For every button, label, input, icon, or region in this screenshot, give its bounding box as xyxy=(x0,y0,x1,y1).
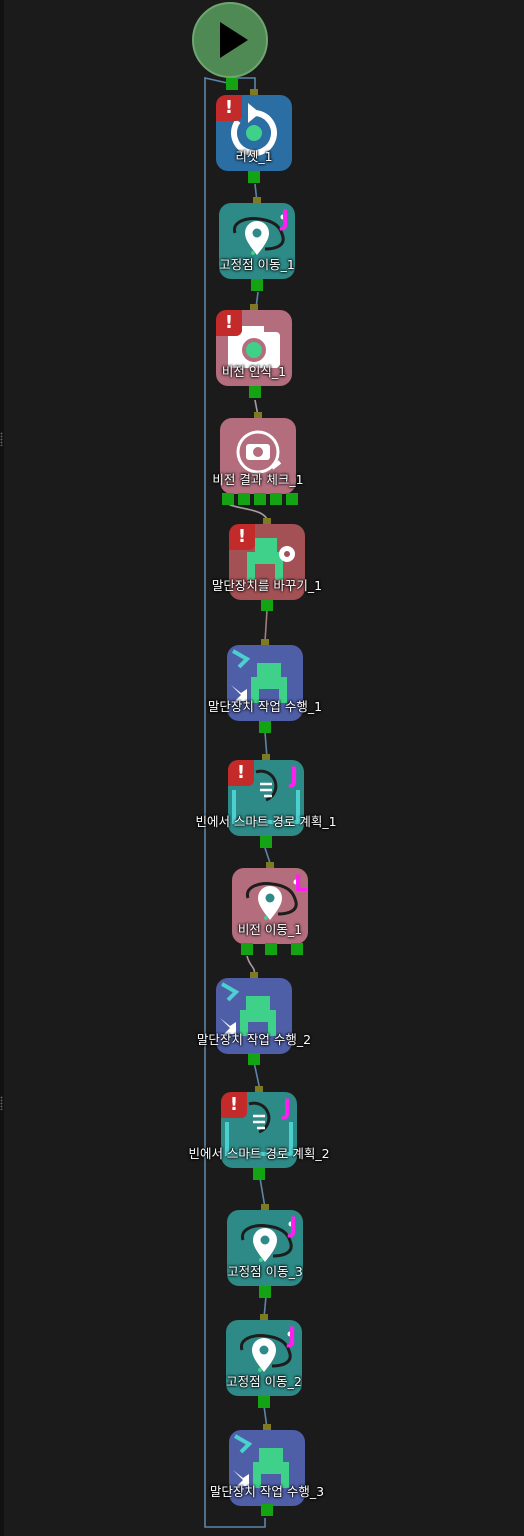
loop-back-wire xyxy=(204,77,266,1528)
smart-path-icon xyxy=(221,1092,297,1172)
node-label: 비전 결과 체크_1 xyxy=(212,472,304,487)
node-label: 빈에서 스마트 경로 계획_2 xyxy=(188,1146,330,1161)
output-port[interactable] xyxy=(254,493,266,505)
node-vision-recognition-1[interactable]: ! 비전 인식_1 xyxy=(216,310,292,386)
output-port[interactable] xyxy=(286,493,298,505)
output-port[interactable] xyxy=(253,1168,265,1180)
node-label: 비전 이동_1 xyxy=(237,922,303,937)
start-wire xyxy=(232,77,256,92)
splitter-grip-icon[interactable] xyxy=(0,1096,3,1110)
node-label: 말단장치 작업 수행_1 xyxy=(207,699,323,714)
node-change-end-effector-1[interactable]: ! 말단장치를 바꾸기_1 xyxy=(212,524,322,600)
warning-icon: ! xyxy=(216,95,242,121)
node-vision-result-check-1[interactable]: 비전 결과 체크_1 xyxy=(212,418,304,494)
warning-icon: ! xyxy=(221,1092,247,1118)
input-port[interactable] xyxy=(250,304,258,310)
node-end-effector-action-2[interactable]: 말단장치 작업 수행_2 xyxy=(197,978,311,1054)
output-port[interactable] xyxy=(261,599,273,611)
input-port[interactable] xyxy=(261,639,269,645)
input-port[interactable] xyxy=(262,754,270,760)
input-port[interactable] xyxy=(260,1314,268,1320)
reset-icon xyxy=(216,95,292,175)
output-port[interactable] xyxy=(260,836,272,848)
output-port[interactable] xyxy=(241,943,253,955)
output-port[interactable] xyxy=(251,279,263,291)
input-port[interactable] xyxy=(255,1086,263,1092)
start-output-port[interactable] xyxy=(226,78,238,90)
motion-type-mark: J xyxy=(281,207,290,232)
input-port[interactable] xyxy=(263,1424,271,1430)
node-end-effector-action-3[interactable]: 말단장치 작업 수행_3 xyxy=(210,1430,324,1506)
left-panel-edge xyxy=(0,0,4,1536)
input-port[interactable] xyxy=(250,89,258,95)
node-label: 고정점 이동_3 xyxy=(227,1264,303,1279)
input-port[interactable] xyxy=(263,518,271,524)
output-port[interactable] xyxy=(248,171,260,183)
node-label: 고정점 이동_2 xyxy=(226,1374,302,1389)
gripper-action-icon xyxy=(227,645,303,725)
output-port[interactable] xyxy=(259,721,271,733)
output-port[interactable] xyxy=(249,386,261,398)
splitter-grip-icon[interactable] xyxy=(0,432,3,446)
motion-type-mark: J xyxy=(289,1214,298,1239)
node-end-effector-action-1[interactable]: 말단장치 작업 수행_1 xyxy=(208,645,322,721)
camera-icon xyxy=(216,310,292,390)
input-port[interactable] xyxy=(250,972,258,978)
output-port[interactable] xyxy=(291,943,303,955)
motion-type-mark: J xyxy=(288,1324,297,1349)
start-button[interactable] xyxy=(192,2,268,78)
input-port[interactable] xyxy=(253,197,261,203)
output-port[interactable] xyxy=(265,943,277,955)
node-label: 말단장치를 바꾸기_1 xyxy=(211,578,323,593)
node-label: 빈에서 스마트 경로 계획_1 xyxy=(195,814,337,829)
play-icon xyxy=(220,22,248,58)
motion-type-mark: L xyxy=(294,872,309,897)
gripper-gear-icon xyxy=(229,524,305,604)
node-reset-1[interactable]: ! 리셋_1 xyxy=(216,95,292,171)
node-fixed-move-3[interactable]: J 고정점 이동_3 xyxy=(227,1210,303,1286)
input-port[interactable] xyxy=(261,1204,269,1210)
location-path-icon xyxy=(232,868,308,948)
node-label: 비전 인식_1 xyxy=(221,364,287,379)
node-smart-path-planning-1[interactable]: ! J 빈에서 스마트 경로 계획_1 xyxy=(195,760,337,836)
motion-type-mark: J xyxy=(290,764,299,789)
smart-path-icon xyxy=(228,760,304,840)
node-vision-move-1[interactable]: L 비전 이동_1 xyxy=(232,868,308,944)
input-port[interactable] xyxy=(254,412,262,418)
node-fixed-move-1[interactable]: J 고정점 이동_1 xyxy=(219,203,295,279)
node-label: 말단장치 작업 수행_3 xyxy=(209,1484,325,1499)
location-path-icon xyxy=(227,1210,303,1290)
output-port[interactable] xyxy=(238,493,250,505)
output-port[interactable] xyxy=(222,493,234,505)
output-port[interactable] xyxy=(270,493,282,505)
warning-icon: ! xyxy=(229,524,255,550)
output-port[interactable] xyxy=(261,1504,273,1516)
node-label: 리셋_1 xyxy=(235,149,273,164)
location-path-icon xyxy=(219,203,295,283)
output-port[interactable] xyxy=(248,1053,260,1065)
node-fixed-move-2[interactable]: J 고정점 이동_2 xyxy=(226,1320,302,1396)
warning-icon: ! xyxy=(216,310,242,336)
location-path-icon xyxy=(226,1320,302,1400)
camera-check-icon xyxy=(220,418,296,498)
gripper-action-icon xyxy=(229,1430,305,1510)
node-label: 고정점 이동_1 xyxy=(219,257,295,272)
output-port[interactable] xyxy=(259,1286,271,1298)
node-smart-path-planning-2[interactable]: ! J 빈에서 스마트 경로 계획_2 xyxy=(188,1092,330,1168)
gripper-action-icon xyxy=(216,978,292,1058)
node-label: 말단장치 작업 수행_2 xyxy=(196,1032,312,1047)
output-port[interactable] xyxy=(258,1396,270,1408)
warning-icon: ! xyxy=(228,760,254,786)
input-port[interactable] xyxy=(266,862,274,868)
motion-type-mark: J xyxy=(283,1096,292,1121)
